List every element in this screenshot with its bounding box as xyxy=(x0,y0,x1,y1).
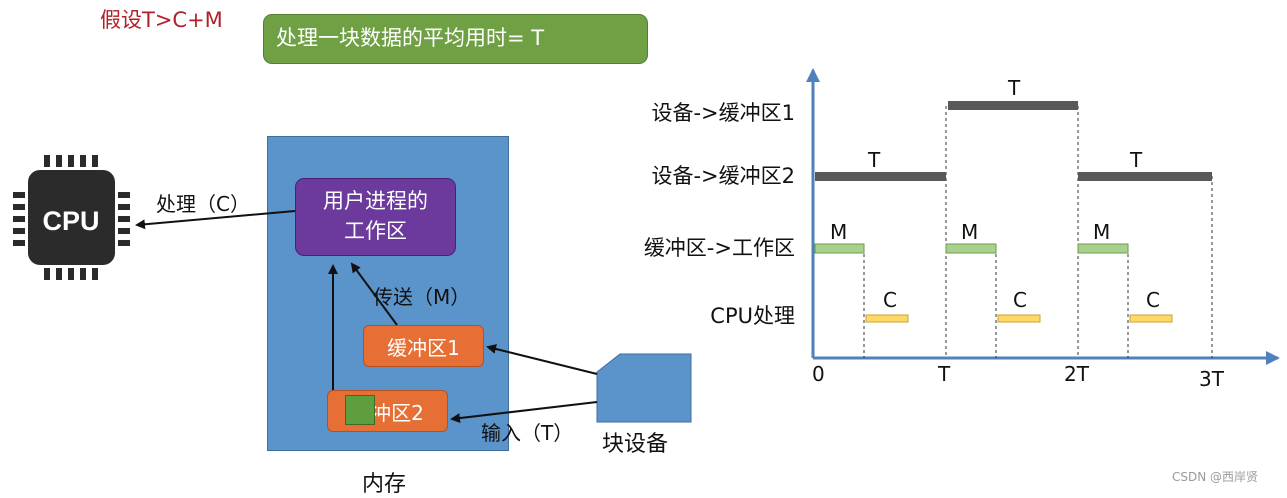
process-arrow xyxy=(135,210,296,230)
seg-label-dev-buf2-1: T xyxy=(868,148,881,172)
seg-label-dev-buf2-2: T xyxy=(1130,148,1143,172)
process-arrow-label: 处理（C） xyxy=(156,192,250,216)
bar-transfer-1 xyxy=(814,243,865,254)
bar-cpu-1 xyxy=(865,314,909,323)
block-device-icon xyxy=(596,353,692,423)
assumption-text: 假设T>C+M xyxy=(100,8,223,32)
user-work-area-label: 用户进程的 工作区 xyxy=(323,189,428,243)
cpu-label: CPU xyxy=(42,206,99,236)
data-block-marker xyxy=(345,395,375,425)
row-label-transfer: 缓冲区->工作区 xyxy=(643,236,795,260)
seg-label-cpu-3: C xyxy=(1146,288,1160,312)
transfer-arrow-label: 传送（M） xyxy=(373,285,471,309)
device-to-buffer1-arrow xyxy=(486,344,598,375)
transfer-arrow xyxy=(350,262,398,326)
row-label-dev-buf1: 设备->缓冲区1 xyxy=(651,101,795,125)
seg-label-transfer-2: M xyxy=(961,220,979,244)
seg-label-cpu-1: C xyxy=(883,288,897,312)
bar-dev-buf2-1 xyxy=(815,172,946,181)
bar-dev-buf2-2 xyxy=(1078,172,1212,181)
tick-3T: 3T xyxy=(1199,367,1224,391)
seg-label-transfer-1: M xyxy=(830,220,848,244)
bar-cpu-2 xyxy=(997,314,1041,323)
bar-transfer-3 xyxy=(1077,243,1129,254)
time-guides xyxy=(863,106,1213,358)
row-label-cpu: CPU处理 xyxy=(710,304,795,328)
input-arrow-label: 输入（T） xyxy=(481,421,574,445)
watermark: CSDN @西岸贤 xyxy=(1172,470,1259,484)
block-device-label: 块设备 xyxy=(602,432,669,457)
buffer-1-label: 缓冲区1 xyxy=(387,336,460,360)
tick-0: 0 xyxy=(812,362,825,386)
buffer-1 xyxy=(363,325,484,367)
tick-T: T xyxy=(938,362,951,386)
seg-label-dev-buf1: T xyxy=(1008,76,1021,100)
bar-transfer-2 xyxy=(945,243,997,254)
device-to-buffer2-arrow xyxy=(450,401,598,424)
cpu-chip-icon: CPU xyxy=(13,155,130,280)
bar-cpu-3 xyxy=(1129,314,1173,323)
callout-box xyxy=(263,14,648,64)
seg-label-transfer-3: M xyxy=(1093,220,1111,244)
user-work-area xyxy=(295,178,456,256)
tick-2T: 2T xyxy=(1064,362,1089,386)
row-label-dev-buf2: 设备->缓冲区2 xyxy=(651,164,795,188)
bar-dev-buf1 xyxy=(948,101,1078,110)
callout-text: 处理一块数据的平均用时= T xyxy=(276,26,545,50)
seg-label-cpu-2: C xyxy=(1013,288,1027,312)
memory-label: 内存 xyxy=(362,472,407,497)
